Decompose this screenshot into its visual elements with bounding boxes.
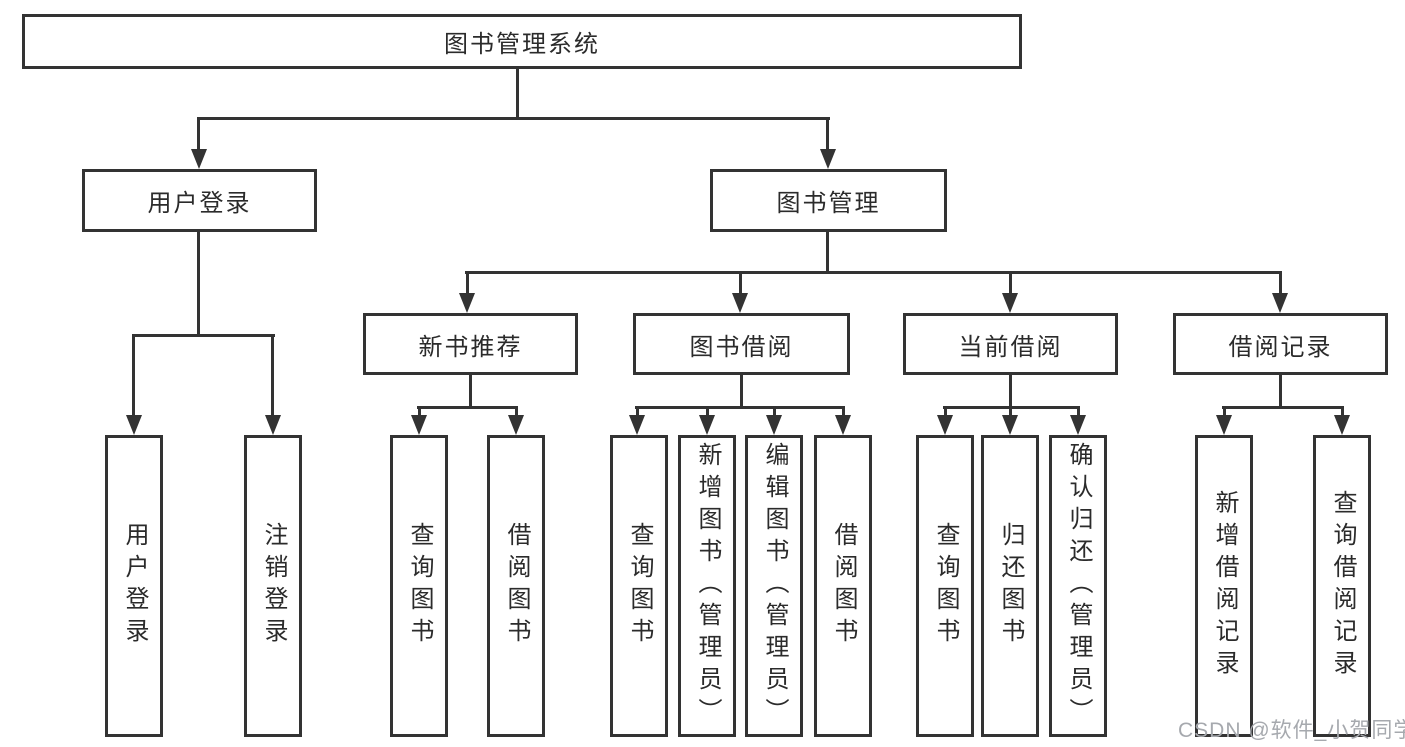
- node-label: 注销登录: [260, 522, 287, 650]
- arrowhead-down-icon: [835, 415, 851, 435]
- node-label: 图书管理系统: [444, 31, 600, 58]
- connector-line: [1009, 406, 1012, 417]
- connector-line: [197, 232, 200, 337]
- node-borrowing-records: 借阅记录: [1173, 313, 1388, 375]
- connector-line: [1279, 271, 1282, 295]
- arrowhead-down-icon: [459, 293, 475, 313]
- connector-line: [706, 406, 709, 417]
- leaf-query-borrow-record: 查询借阅记录: [1313, 435, 1371, 737]
- node-book-borrowing: 图书借阅: [633, 313, 850, 375]
- connector-line: [826, 232, 829, 274]
- node-label: 查询图书: [626, 522, 653, 650]
- connector-line: [739, 271, 742, 295]
- connector-line: [417, 406, 518, 409]
- node-label: 归还图书: [997, 522, 1024, 650]
- arrowhead-down-icon: [411, 415, 427, 435]
- leaf-add-borrow-record: 新增借阅记录: [1195, 435, 1253, 737]
- node-label: 借阅图书: [830, 522, 857, 650]
- connector-line: [1077, 406, 1080, 417]
- connector-line: [1223, 406, 1226, 417]
- connector-line: [515, 406, 518, 417]
- node-label: 查询图书: [932, 522, 959, 650]
- connector-line: [826, 117, 829, 151]
- leaf-logout: 注销登录: [244, 435, 302, 737]
- leaf-edit-books-admin: 编辑图书（管理员）: [745, 435, 803, 737]
- node-label: 新增图书（管理员）: [694, 442, 721, 730]
- connector-line: [636, 406, 639, 417]
- connector-line: [466, 271, 469, 295]
- node-label: 图书管理: [776, 190, 881, 217]
- node-label: 查询借阅记录: [1329, 490, 1356, 682]
- arrowhead-down-icon: [126, 415, 142, 435]
- arrowhead-down-icon: [1216, 415, 1232, 435]
- connector-line: [773, 406, 776, 417]
- arrowhead-down-icon: [265, 415, 281, 435]
- leaf-query-books-recommend: 查询图书: [390, 435, 448, 737]
- connector-line: [944, 406, 947, 417]
- arrowhead-down-icon: [1272, 293, 1288, 313]
- arrowhead-down-icon: [1002, 415, 1018, 435]
- arrowhead-down-icon: [732, 293, 748, 313]
- arrowhead-down-icon: [629, 415, 645, 435]
- node-label: 当前借阅: [958, 333, 1063, 361]
- connector-line: [1009, 271, 1012, 295]
- connector-line: [740, 375, 743, 409]
- arrowhead-down-icon: [937, 415, 953, 435]
- node-user-login: 用户登录: [82, 169, 317, 232]
- connector-line: [197, 117, 200, 151]
- arrowhead-down-icon: [1002, 293, 1018, 313]
- connector-line: [1009, 375, 1012, 409]
- arrowhead-down-icon: [699, 415, 715, 435]
- node-new-book-recommend: 新书推荐: [363, 313, 578, 375]
- connector-line: [516, 69, 519, 119]
- arrowhead-down-icon: [766, 415, 782, 435]
- node-label: 编辑图书（管理员）: [761, 442, 788, 730]
- node-label: 图书借阅: [689, 333, 794, 361]
- arrowhead-down-icon: [1334, 415, 1350, 435]
- leaf-add-books-admin: 新增图书（管理员）: [678, 435, 736, 737]
- node-label: 查询图书: [406, 522, 433, 650]
- node-label: 借阅记录: [1228, 333, 1333, 361]
- connector-line: [1279, 375, 1282, 409]
- connector-line: [1222, 406, 1344, 409]
- leaf-query-books-borrow: 查询图书: [610, 435, 668, 737]
- connector-line: [465, 271, 1282, 274]
- connector-line: [418, 406, 421, 417]
- connector-line: [132, 334, 135, 418]
- arrowhead-down-icon: [820, 149, 836, 169]
- node-book-management: 图书管理: [710, 169, 947, 232]
- node-current-borrowing: 当前借阅: [903, 313, 1118, 375]
- node-library-management-system: 图书管理系统: [22, 14, 1022, 69]
- leaf-borrow-books: 借阅图书: [814, 435, 872, 737]
- node-label: 新增借阅记录: [1211, 490, 1238, 682]
- arrowhead-down-icon: [191, 149, 207, 169]
- leaf-confirm-return-admin: 确认归还（管理员）: [1049, 435, 1107, 737]
- node-label: 用户登录: [147, 190, 252, 217]
- leaf-borrow-books-recommend: 借阅图书: [487, 435, 545, 737]
- leaf-return-books: 归还图书: [981, 435, 1039, 737]
- node-label: 借阅图书: [503, 522, 530, 650]
- connector-line: [469, 375, 472, 409]
- connector-line: [842, 406, 845, 417]
- leaf-query-books-current: 查询图书: [916, 435, 974, 737]
- node-label: 用户登录: [121, 522, 148, 650]
- csdn-watermark: CSDN @软件_小贺同学: [1178, 719, 1405, 742]
- connector-line: [635, 406, 845, 409]
- connector-line: [197, 117, 830, 120]
- node-label: 新书推荐: [418, 333, 523, 361]
- connector-line: [271, 334, 274, 418]
- connector-line: [132, 334, 275, 337]
- arrowhead-down-icon: [1070, 415, 1086, 435]
- arrowhead-down-icon: [508, 415, 524, 435]
- connector-line: [1341, 406, 1344, 417]
- node-label: 确认归还（管理员）: [1065, 442, 1092, 730]
- leaf-user-login: 用户登录: [105, 435, 163, 737]
